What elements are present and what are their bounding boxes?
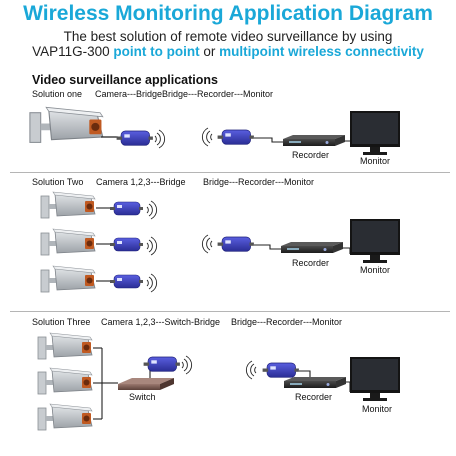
- switch-icon: [118, 378, 174, 390]
- monitor-icon: [350, 357, 400, 401]
- wifi-signal-icon: [146, 236, 158, 256]
- solution-one-name: Solution one: [32, 89, 83, 99]
- subtitle-highlight-point-to-point: point to point: [113, 44, 200, 59]
- camera-icon: [37, 332, 93, 360]
- recorder-label-1: Recorder: [292, 150, 330, 160]
- recorder-label-2: Recorder: [292, 258, 330, 268]
- wifi-signal-icon: [181, 355, 193, 375]
- bridge-icon: [217, 236, 255, 252]
- wifi-signal-icon: [154, 129, 166, 149]
- subtitle-line-1: The best solution of remote video survei…: [63, 29, 393, 44]
- subtitle-model: VAP11G-300: [32, 44, 110, 59]
- solution-two-name: Solution Two: [32, 177, 84, 187]
- monitor-label-2: Monitor: [360, 265, 391, 275]
- camera-icon: [37, 403, 93, 431]
- monitor-icon: [350, 219, 400, 263]
- solution-three-name: Solution Three: [32, 317, 91, 327]
- bridge-icon: [109, 237, 144, 252]
- solution-one-left-caption: Camera---Bridge: [95, 89, 163, 99]
- page-title: Wireless Monitoring Application Diagram: [23, 2, 433, 25]
- section-title: Video surveillance applications: [32, 73, 218, 87]
- bridge-icon: [262, 362, 300, 378]
- recorder-icon: [283, 135, 345, 146]
- solution-three-right-caption: Bridge---Recorder---Monitor: [231, 317, 343, 327]
- switch-label: Switch: [129, 392, 156, 402]
- bridge-icon: [143, 356, 181, 372]
- camera-icon: [40, 228, 96, 256]
- bridge-icon: [217, 129, 255, 145]
- wifi-signal-icon: [245, 360, 257, 380]
- recorder-icon: [281, 242, 343, 253]
- wifi-signal-icon: [146, 273, 158, 293]
- solution-two-left-caption: Camera 1,2,3---Bridge: [96, 177, 186, 187]
- wifi-signal-icon: [201, 127, 213, 147]
- camera-icon: [40, 265, 96, 293]
- solution-three-left-caption: Camera 1,2,3---Switch-Bridge: [101, 317, 221, 327]
- bridge-icon: [109, 201, 144, 216]
- subtitle-line-2: VAP11G-300 point to point or multipoint …: [0, 44, 456, 59]
- section-divider-2: [10, 311, 450, 312]
- section-divider-1: [10, 172, 450, 173]
- subtitle-highlight-multipoint: multipoint wireless connectivity: [219, 44, 424, 59]
- solution-two-right-caption: Bridge---Recorder---Monitor: [203, 177, 315, 187]
- monitor-icon: [350, 111, 400, 155]
- camera-icon: [29, 106, 104, 144]
- recorder-icon: [284, 377, 346, 388]
- subtitle-connector: or: [203, 44, 216, 59]
- wifi-signal-icon: [201, 234, 213, 254]
- camera-icon: [37, 367, 93, 395]
- monitor-label-3: Monitor: [362, 404, 393, 414]
- bridge-icon: [116, 130, 154, 146]
- recorder-label-3: Recorder: [295, 392, 333, 402]
- monitor-label-1: Monitor: [360, 156, 391, 166]
- bridge-icon: [109, 274, 144, 289]
- camera-icon: [40, 191, 96, 219]
- wifi-signal-icon: [146, 200, 158, 220]
- solution-one-right-caption: Bridge---Recorder---Monitor: [162, 89, 274, 99]
